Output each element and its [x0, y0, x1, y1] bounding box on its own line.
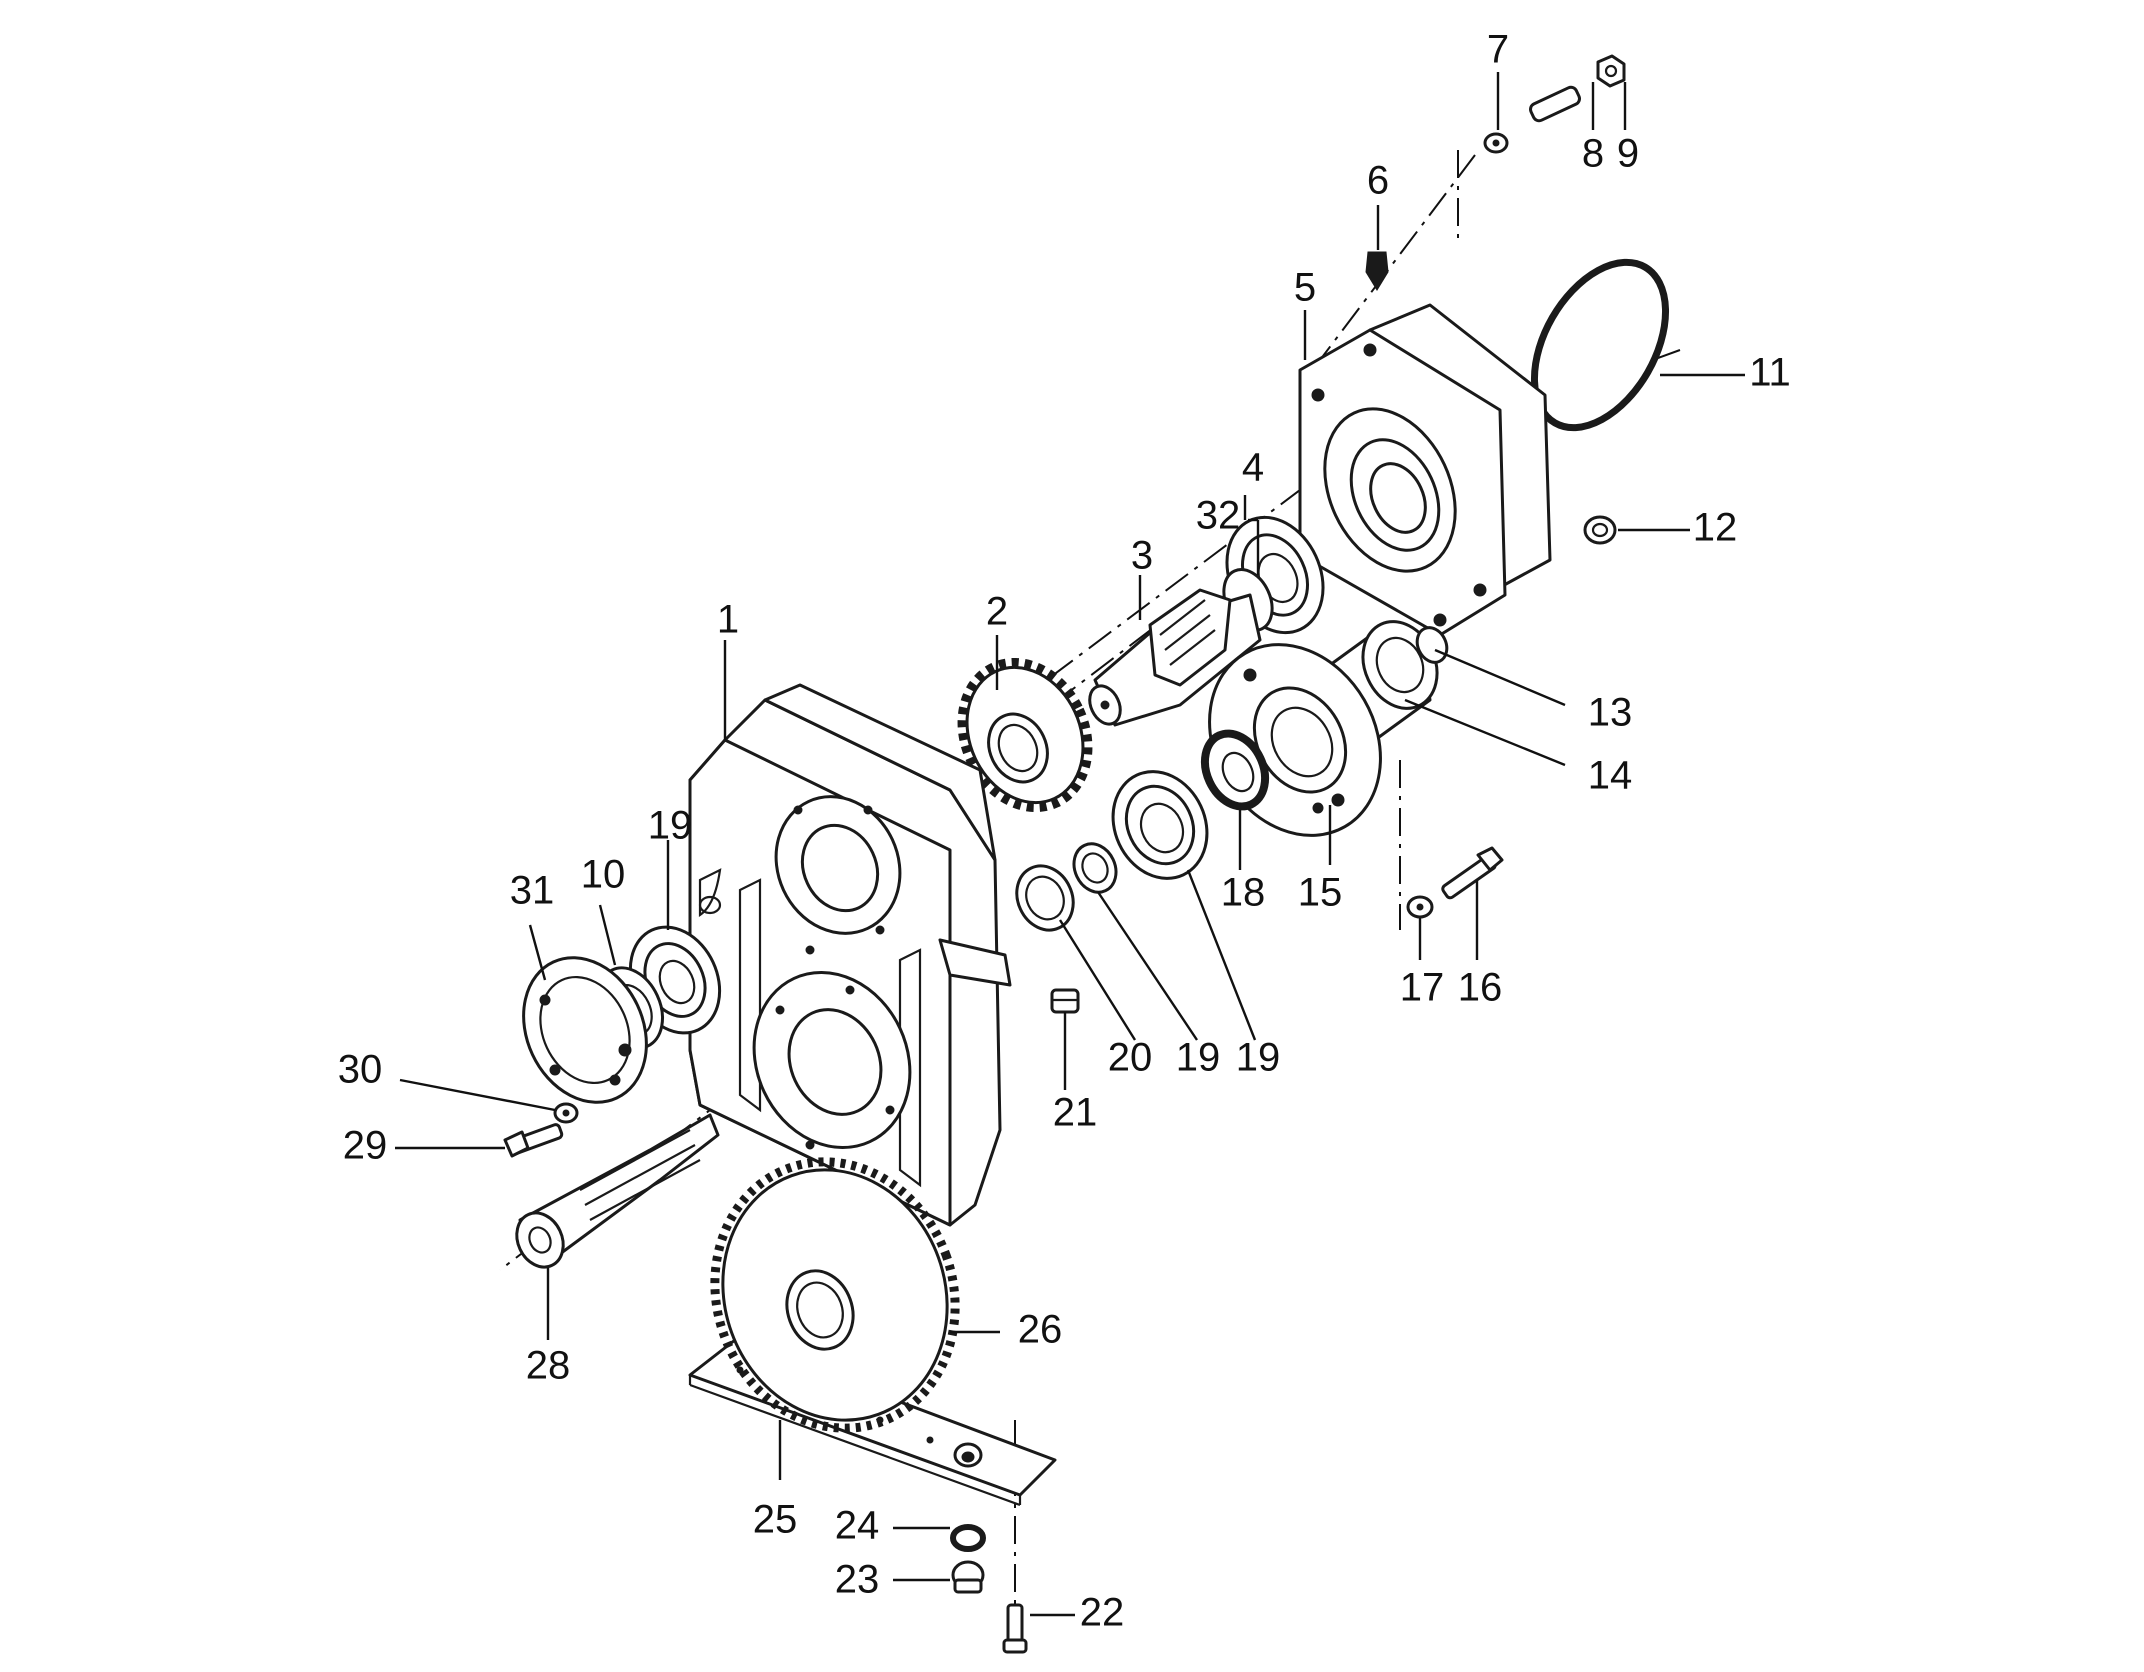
part-label-26: 25	[753, 1498, 798, 1542]
washer-31	[553, 1102, 579, 1124]
housing-cover-5	[1298, 303, 1552, 637]
part-label-31: 30	[338, 1048, 383, 1092]
part-label-12: 12	[1693, 506, 1738, 550]
needle-bearing-18	[1200, 729, 1270, 811]
part-label-5: 5	[1294, 266, 1316, 310]
nut-13	[1415, 626, 1449, 664]
seal-ring-21	[1015, 864, 1075, 932]
part-label-10: 10	[581, 853, 626, 897]
part-label-20: 19	[1176, 1036, 1221, 1080]
breather-plug-6	[1365, 251, 1389, 291]
part-label-4: 4	[1242, 446, 1264, 490]
part-label-23: 22	[1080, 1591, 1125, 1635]
part-label-21: 20	[1108, 1036, 1153, 1080]
part-label-29: 28	[526, 1344, 571, 1388]
part-label-32: 31	[510, 869, 555, 913]
drain-plug-24	[951, 1560, 985, 1594]
part-label-16: 16	[1458, 966, 1503, 1010]
part-label-2: 2	[986, 590, 1008, 634]
part-label-28: 32	[1196, 494, 1241, 538]
bolt-16	[1441, 846, 1504, 900]
part-label-15: 15	[1298, 871, 1343, 915]
part-label-17: 17	[1400, 966, 1445, 1010]
part-label-19-left: 19	[648, 804, 693, 848]
part-number-labels: 7 8 9 6 5 11 12 4 32 3 13 14 2 1 18 15 1…	[338, 28, 1791, 1635]
part-label-25: 24	[835, 1504, 880, 1548]
part-label-27: 26	[1018, 1308, 1063, 1352]
part-label-22: 21	[1053, 1091, 1098, 1135]
part-label-11: 11	[1749, 351, 1791, 395]
nut-9	[1596, 54, 1626, 88]
part-label-1: 1	[717, 598, 739, 642]
sealing-washer-25	[950, 1524, 986, 1552]
gearbox-housing-1	[688, 683, 1012, 1227]
part-label-9: 9	[1617, 132, 1639, 176]
part-label-3: 3	[1131, 534, 1153, 578]
spacer-ring-20	[1072, 842, 1118, 894]
part-label-8: 8	[1582, 132, 1604, 176]
part-label-24: 23	[835, 1558, 880, 1602]
washer-17	[1406, 895, 1434, 919]
part-label-6: 6	[1367, 159, 1389, 203]
part-label-7: 7	[1487, 28, 1509, 72]
part-label-13: 13	[1588, 691, 1633, 735]
seal-ring-12	[1583, 515, 1617, 545]
o-ring-gasket-11	[1530, 258, 1670, 432]
drain-plug-22	[1050, 988, 1080, 1014]
part-label-18: 18	[1221, 871, 1266, 915]
drain-hole-plug	[953, 1442, 983, 1468]
bolt-23	[1002, 1603, 1028, 1654]
ball-bearing-19-right	[1111, 770, 1209, 880]
output-shaft-29	[515, 1113, 720, 1269]
leader-lines	[395, 72, 1745, 1617]
output-gear-27	[710, 1157, 960, 1433]
spur-gear-2	[957, 657, 1093, 813]
washer-7	[1483, 132, 1509, 154]
bolt-30	[503, 1123, 564, 1158]
part-label-19-right: 19	[1236, 1036, 1281, 1080]
part-label-14: 14	[1588, 754, 1633, 798]
part-label-30: 29	[343, 1124, 388, 1168]
stud-8	[1529, 85, 1581, 123]
input-shaft-3	[1088, 588, 1262, 727]
end-cover-32	[522, 956, 648, 1104]
